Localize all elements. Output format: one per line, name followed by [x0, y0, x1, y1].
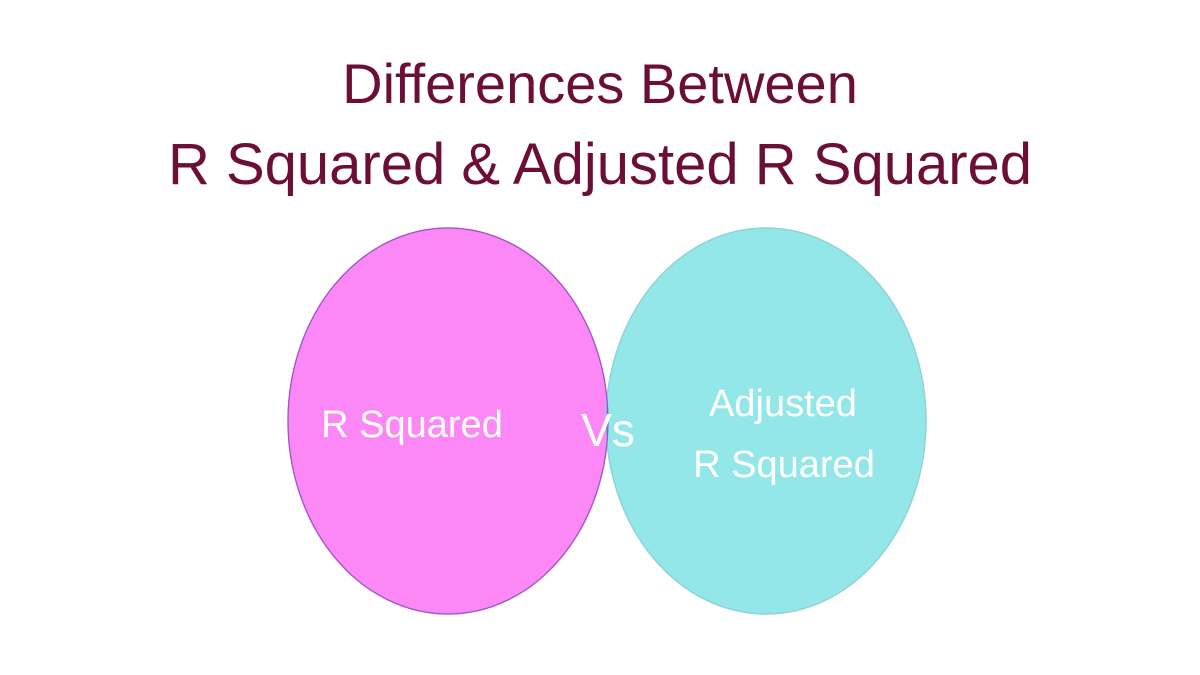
title-line-2: R Squared & Adjusted R Squared — [167, 132, 1033, 197]
left-label: R Squared — [321, 404, 503, 446]
right-label-line-2: R Squared — [693, 444, 875, 486]
right-label-line-1: Adjusted — [709, 383, 857, 425]
overlap-label: Vs — [581, 404, 635, 456]
title-line-1: Differences Between — [342, 52, 858, 115]
